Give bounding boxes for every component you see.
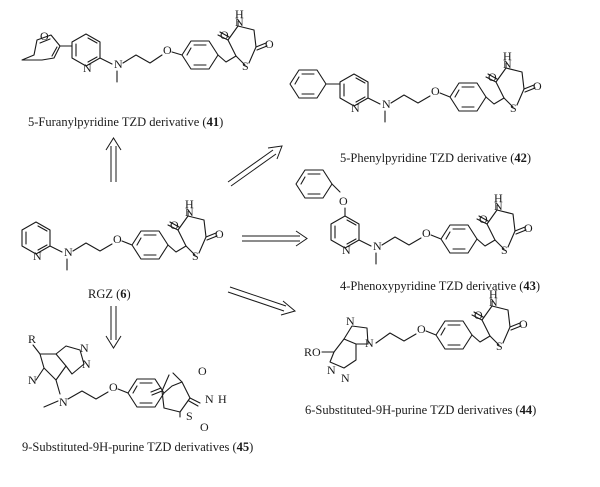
svg-text:N: N [341, 371, 350, 385]
svg-text:N: N [382, 97, 391, 111]
svg-text:N: N [327, 363, 336, 377]
svg-text:N: N [342, 243, 351, 257]
svg-text:O: O [422, 226, 431, 240]
svg-text:H: H [503, 49, 512, 63]
caption-compound-41: 5-Furanylpyridine TZD derivative (41) [28, 115, 223, 129]
svg-text:N: N [185, 205, 194, 219]
svg-text:S: S [192, 249, 199, 263]
caption-compound-43: 4-Phenoxypyridine TZD derivative (43) [340, 279, 540, 293]
svg-text:N: N [373, 239, 382, 253]
svg-text:S: S [510, 101, 517, 115]
svg-text:N: N [64, 245, 73, 259]
svg-text:H: H [218, 392, 227, 406]
svg-text:O: O [533, 79, 542, 93]
structure-compound-42: N N O O N H S O [289, 49, 542, 123]
arrow-to-42 [227, 145, 283, 187]
svg-text:O: O [479, 212, 488, 226]
caption-compound-44: 6-Substituted-9H-purine TZD derivatives … [305, 403, 536, 417]
svg-text:H: H [494, 191, 503, 205]
svg-text:O: O [215, 227, 224, 241]
caption-compound-45: 9-Substituted-9H-purine TZD derivatives … [22, 440, 253, 454]
structure-compound-45: R N N N N O O S N H O [28, 332, 227, 434]
svg-text:O: O [488, 70, 497, 84]
svg-text:O: O [431, 84, 440, 98]
svg-text:O: O [265, 37, 274, 51]
svg-text:N: N [205, 392, 214, 406]
svg-text:N: N [28, 373, 37, 387]
svg-text:O: O [524, 221, 533, 235]
svg-text:O: O [519, 317, 528, 331]
svg-text:RO: RO [304, 345, 321, 359]
svg-text:N: N [114, 57, 123, 71]
svg-text:O: O [113, 232, 122, 246]
svg-text:N: N [80, 341, 89, 355]
structure-compound-44: RO N N N N O O N H S O [304, 287, 528, 385]
svg-text:O: O [339, 194, 348, 208]
svg-text:N: N [235, 15, 244, 29]
svg-text:N: N [33, 249, 42, 263]
svg-text:N: N [59, 395, 68, 409]
svg-text:N: N [489, 295, 498, 309]
svg-text:O: O [200, 420, 209, 434]
svg-text:H: H [185, 197, 194, 211]
svg-text:N: N [82, 357, 91, 371]
svg-text:N: N [494, 199, 503, 213]
svg-text:O: O [170, 218, 179, 232]
svg-text:O: O [40, 29, 49, 43]
arrow-to-43 [242, 230, 308, 247]
svg-text:S: S [242, 59, 249, 73]
svg-text:O: O [109, 380, 118, 394]
svg-text:O: O [163, 43, 172, 57]
svg-text:O: O [417, 322, 426, 336]
svg-text:N: N [83, 61, 92, 75]
structure-compound-6: N N O O N H S O [21, 197, 224, 271]
svg-text:N: N [365, 336, 374, 350]
arrow-to-44 [227, 286, 297, 316]
svg-text:O: O [198, 364, 207, 378]
structure-compound-41: O N N O O N H S O [21, 7, 274, 83]
arrow-to-41 [105, 137, 122, 182]
svg-text:R: R [28, 332, 36, 346]
svg-text:H: H [235, 7, 244, 21]
svg-text:O: O [220, 28, 229, 42]
svg-text:S: S [501, 243, 508, 257]
caption-compound-6: RGZ (6) [88, 287, 131, 301]
svg-text:S: S [496, 339, 503, 353]
svg-text:N: N [503, 57, 512, 71]
structure-compound-43: O N N O O N H S O [295, 169, 533, 265]
svg-text:N: N [351, 101, 360, 115]
caption-compound-42: 5-Phenylpyridine TZD derivative (42) [340, 151, 531, 165]
svg-text:S: S [186, 409, 193, 423]
svg-text:O: O [474, 308, 483, 322]
svg-text:N: N [346, 314, 355, 328]
arrow-to-45 [105, 306, 122, 349]
svg-text:H: H [489, 287, 498, 301]
